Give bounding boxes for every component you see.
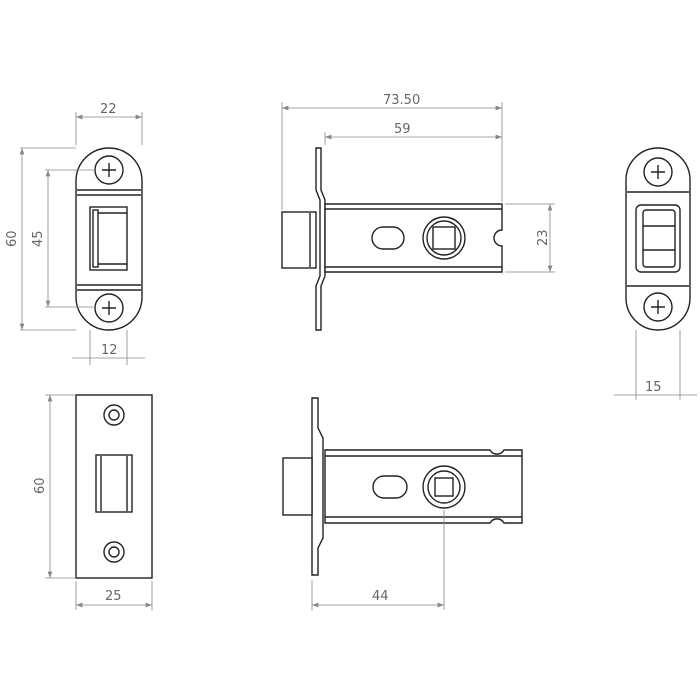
dim-body-length: 59 [394,122,411,137]
dim-faceplate-height: 60 [33,477,48,494]
strike-plate-front-view [75,147,143,331]
strike-dimensions: 22 60 45 12 [5,102,145,365]
screw-hole-icon [643,292,673,322]
latch-top-view: 44 [282,397,523,610]
dim-body-height: 23 [536,229,551,246]
dim-opening-width: 12 [101,343,118,358]
dim-tube-strike-width: 15 [645,380,662,395]
dim-strike-height: 60 [5,230,20,247]
spindle-hub-icon [422,465,466,509]
screw-hole-icon [643,157,673,187]
tube-strike-view: 15 [614,147,697,400]
screw-hole-icon [94,293,124,323]
dim-strike-width: 22 [100,102,117,117]
dim-overall-length: 73.50 [383,93,420,108]
slot-icon [371,226,405,250]
slot-icon [372,475,408,499]
faceplate-front-view: 60 25 [33,394,153,610]
latch-side-view [281,147,503,331]
dim-backset: 44 [372,589,389,604]
latch-dimensions: 73.50 59 23 [281,93,555,273]
dim-hole-spacing: 45 [31,230,46,247]
spindle-hub-icon [422,216,466,260]
dim-faceplate-width: 25 [105,589,122,604]
